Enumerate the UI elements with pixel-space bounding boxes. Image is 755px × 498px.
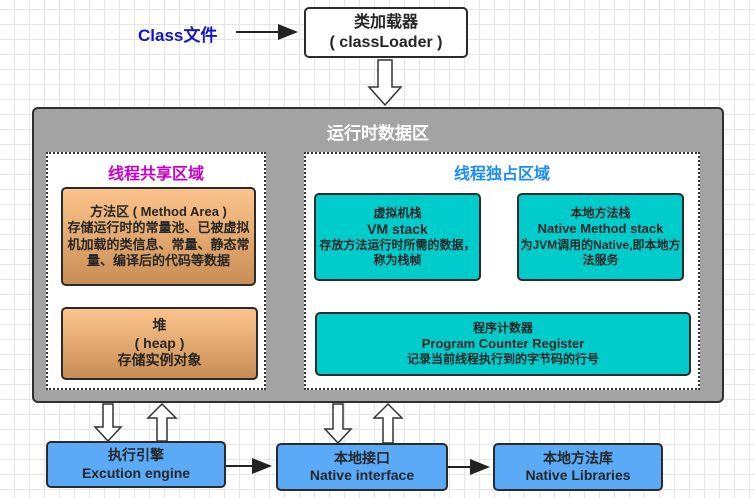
class-loader-box[interactable]: 类加载器 ( classLoader ) <box>304 7 468 58</box>
pc-register-box[interactable]: 程序计数器 Program Counter Register 记录当前线程执行到… <box>315 312 691 376</box>
heap-description: 存储实例对象 <box>117 352 202 369</box>
vm-stack-title: 虚拟机栈 <box>373 205 422 220</box>
hollow-arrow-runtime-to-ni <box>323 403 353 445</box>
native-method-stack-subtitle: Native Method stack <box>537 221 664 237</box>
thread-private-region[interactable]: 线程独占区域 虚拟机栈 VM stack 存放方法运行时所需的数据，称为栈帧 本… <box>304 152 700 390</box>
vm-stack-description: 存放方法运行时所需的数据，称为栈帧 <box>319 238 476 268</box>
native-method-stack-title: 本地方法栈 <box>570 206 631 221</box>
method-area-description: 存储运行时的常量池、已被虚拟机加载的类信息、常量、静态常量、编译后的代码等数据 <box>67 220 250 268</box>
hollow-arrow-exec-to-runtime <box>146 402 178 442</box>
pc-register-title: 程序计数器 <box>472 320 533 335</box>
pc-register-description: 记录当前线程执行到的字节码的行号 <box>406 352 599 367</box>
class-file-label: Class文件 <box>138 26 218 45</box>
heap-box[interactable]: 堆 ( heap ) 存储实例对象 <box>61 307 258 380</box>
native-libraries-title: 本地方法库 <box>543 449 613 466</box>
class-loader-title: 类加载器 <box>353 13 418 31</box>
vm-stack-subtitle: VM stack <box>367 220 428 237</box>
hollow-arrow-ni-to-runtime <box>372 402 404 444</box>
runtime-data-area[interactable]: 运行时数据区 线程共享区域 方法区 ( Method Area ) 存储运行时的… <box>32 107 724 403</box>
execution-engine-subtitle: Excution engine <box>81 464 191 481</box>
method-area-title: 方法区 ( Method Area ) <box>90 204 227 219</box>
native-libraries-box[interactable]: 本地方法库 Native Libraries <box>493 443 663 491</box>
thread-shared-region[interactable]: 线程共享区域 方法区 ( Method Area ) 存储运行时的常量池、已被虚… <box>46 152 266 390</box>
thread-shared-title: 线程共享区域 <box>107 166 204 183</box>
vm-stack-box[interactable]: 虚拟机栈 VM stack 存放方法运行时所需的数据，称为栈帧 <box>314 193 481 281</box>
native-method-stack-description: 为JVM调用的Native,即本地方法服务 <box>520 237 681 267</box>
execution-engine-title: 执行引擎 <box>108 447 164 463</box>
native-method-stack-box[interactable]: 本地方法栈 Native Method stack 为JVM调用的Native,… <box>517 193 684 281</box>
heap-subtitle: ( heap ) <box>134 334 185 351</box>
thread-private-title: 线程独占区域 <box>453 166 550 183</box>
native-interface-subtitle: Native interface <box>309 467 415 483</box>
runtime-data-area-title: 运行时数据区 <box>327 124 429 143</box>
method-area-box[interactable]: 方法区 ( Method Area ) 存储运行时的常量池、已被虚拟机加载的类信… <box>61 187 256 286</box>
heap-title: 堆 <box>152 317 167 334</box>
hollow-arrow-runtime-to-exec <box>93 403 123 443</box>
native-libraries-subtitle: Native Libraries <box>525 467 631 483</box>
hollow-arrow-loader-to-runtime <box>367 59 403 107</box>
pc-register-subtitle: Program Counter Register <box>421 335 585 351</box>
execution-engine-box[interactable]: 执行引擎 Excution engine <box>46 441 226 488</box>
class-loader-subtitle: ( classLoader ) <box>329 33 443 51</box>
native-interface-box[interactable]: 本地接口 Native interface <box>276 443 448 491</box>
native-interface-title: 本地接口 <box>334 449 390 466</box>
